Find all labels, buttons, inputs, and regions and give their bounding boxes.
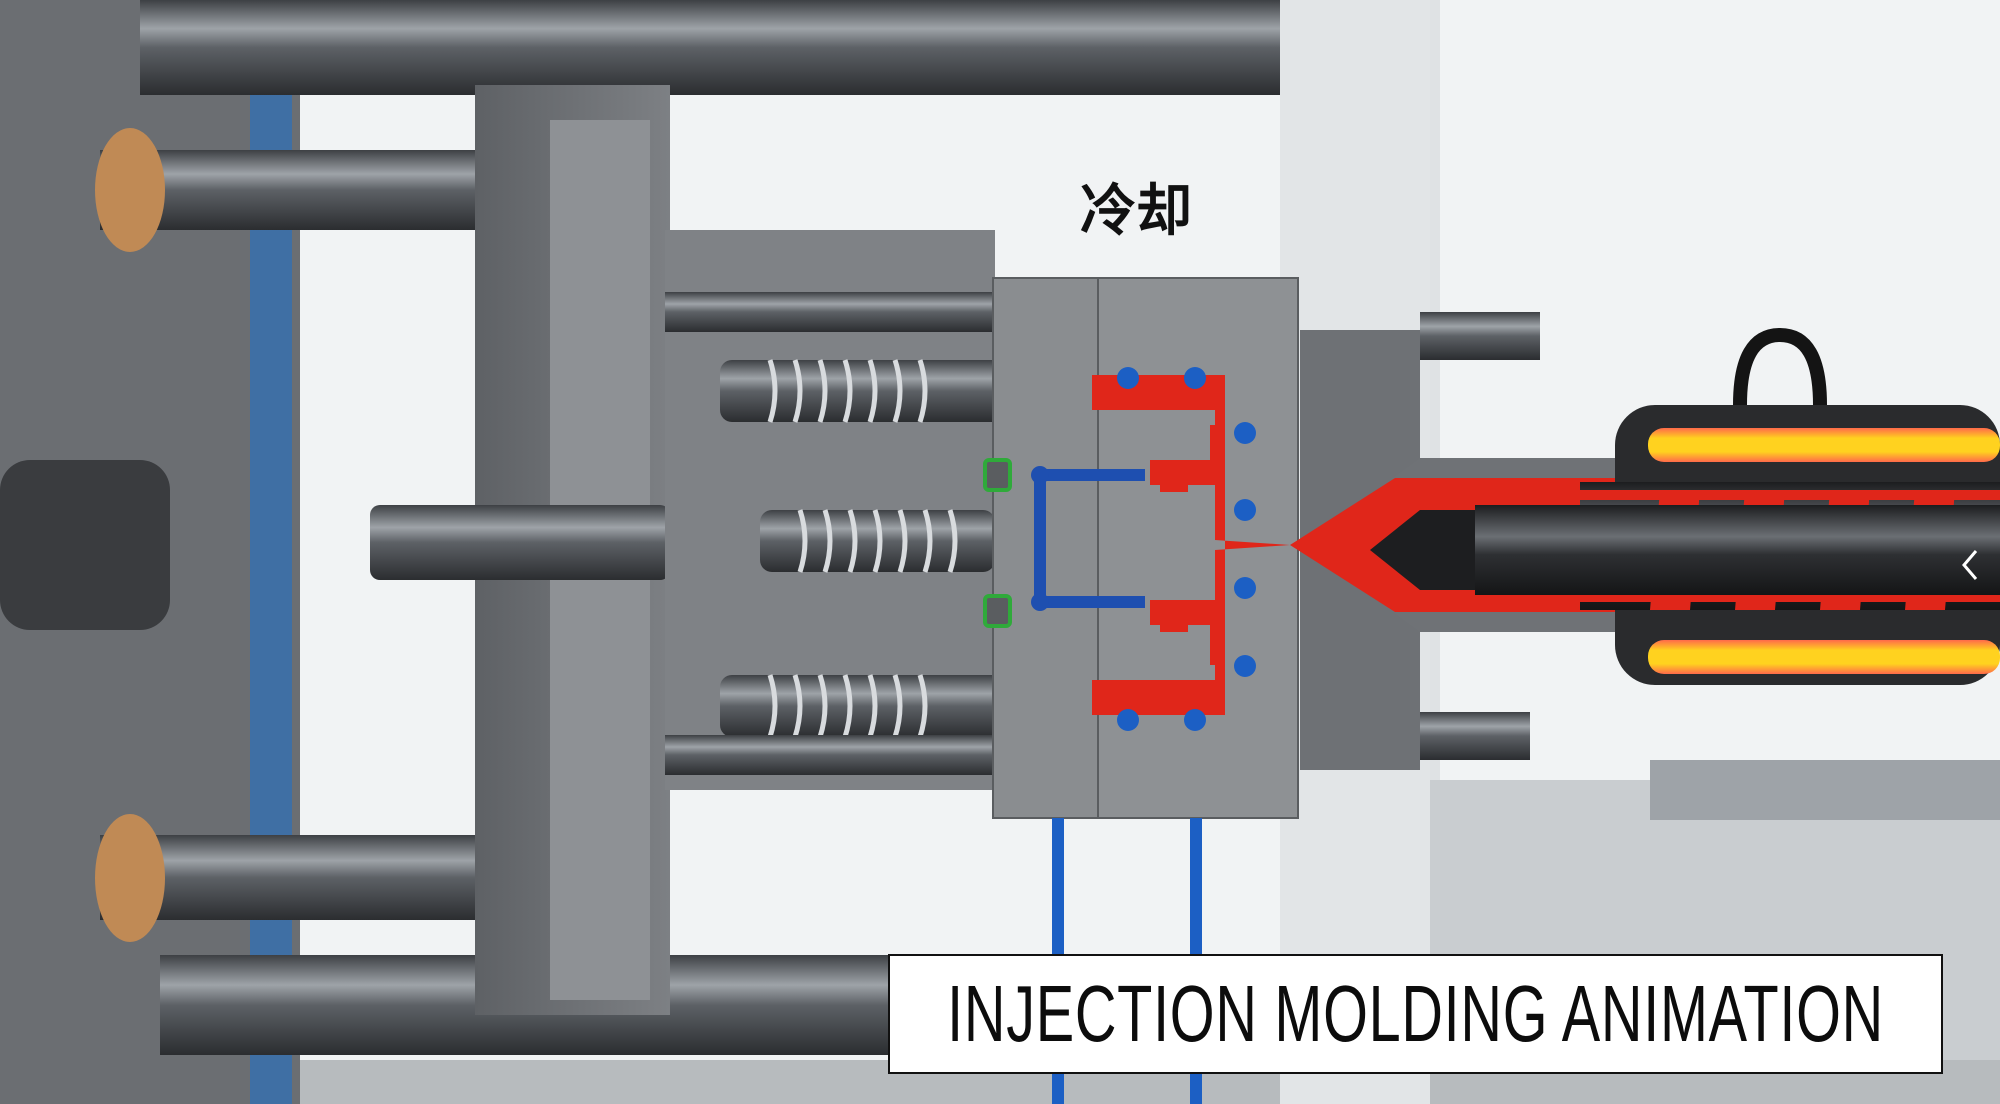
spring-middle	[760, 509, 995, 573]
cooling-channel	[1234, 499, 1256, 521]
cooling-channel	[1234, 422, 1256, 444]
cooling-channel	[1117, 709, 1139, 731]
caption-banner: INJECTION MOLDING ANIMATION	[888, 954, 1943, 1074]
hydraulic-cylinder	[0, 460, 170, 630]
caption-text: INJECTION MOLDING ANIMATION	[947, 969, 1884, 1058]
heater-cable	[1733, 327, 1827, 406]
heater-element-bottom	[1648, 640, 2000, 674]
platen-rod-lower	[1420, 712, 1530, 760]
cooling-channel	[1184, 709, 1206, 731]
screw-tip	[1370, 510, 1475, 590]
ejector-joint-top	[1031, 466, 1049, 484]
ejector-pin-cap-top	[983, 458, 1012, 492]
screw-shaft	[1475, 505, 2000, 595]
cooling-channel	[1234, 655, 1256, 677]
molded-part	[1092, 375, 1290, 715]
mold-half-right	[1097, 277, 1299, 819]
bushing-upper	[95, 128, 165, 252]
guide-pin-top	[665, 292, 995, 332]
barrel-support	[1650, 760, 2000, 820]
part-rib-top	[1160, 470, 1188, 492]
part-rib-bottom	[1160, 610, 1188, 632]
platen-rod-upper	[1420, 312, 1540, 360]
ejector-rod	[370, 505, 670, 580]
cooling-channel	[1117, 367, 1139, 389]
chevron-left-icon[interactable]	[1950, 540, 1990, 590]
tie-bar-top	[140, 0, 1280, 95]
heater-element-top	[1648, 428, 2000, 462]
tie-bar-lower	[100, 835, 500, 920]
spring-bottom	[720, 674, 1005, 738]
guide-pin-bottom	[665, 735, 995, 775]
ejector-pin-cap-bottom	[983, 594, 1012, 628]
cooling-phase-label: 冷却	[1080, 179, 1192, 244]
cooling-channel	[1234, 577, 1256, 599]
cooling-channel	[1184, 367, 1206, 389]
bushing-lower	[95, 814, 165, 942]
spring-top	[720, 359, 1005, 423]
ejector-joint-bottom	[1031, 593, 1049, 611]
